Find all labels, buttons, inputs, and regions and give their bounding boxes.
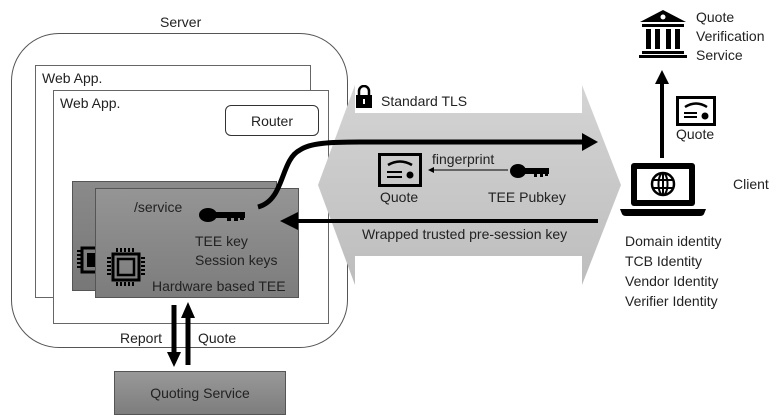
- verifier-quote-label: Quote: [676, 126, 715, 142]
- verification-service-label: Quote Verification Service: [696, 9, 765, 63]
- laptop-icon: [620, 163, 706, 216]
- bank-building-icon: [639, 10, 687, 58]
- tls-label: Standard TLS: [381, 93, 468, 109]
- quote-return-arrowhead: [181, 302, 195, 318]
- client-identities: Domain identity TCB Identity Vendor Iden…: [625, 231, 722, 311]
- tee-key-icon: [199, 208, 245, 222]
- quoting-service-label: Quoting Service: [150, 385, 250, 401]
- identity-item: Domain identity: [625, 233, 722, 249]
- tls-channel-shape: [318, 85, 621, 285]
- wrapped-key-arrowhead: [280, 212, 298, 230]
- quote-to-client-arrowhead: [582, 133, 598, 151]
- quote-certificate-icon: [378, 153, 422, 187]
- quote-to-client-arrow: [257, 139, 585, 210]
- chip-icon: [107, 248, 145, 286]
- verifier-quote-certificate-icon: [676, 96, 716, 126]
- identity-item: Verifier Identity: [625, 293, 718, 309]
- tee-key-label: TEE key: [195, 233, 248, 249]
- session-keys-label: Session keys: [195, 252, 278, 268]
- router-box: Router: [225, 105, 319, 136]
- report-label: Report: [120, 330, 163, 346]
- client-label: Client: [733, 176, 769, 192]
- channel-quote-label: Quote: [380, 189, 419, 205]
- server-label: Server: [160, 14, 202, 30]
- quote-return-label: Quote: [198, 330, 237, 346]
- client-to-verifier-arrowhead: [655, 70, 669, 84]
- router-label: Router: [250, 112, 294, 129]
- identity-item: TCB Identity: [625, 253, 703, 269]
- identity-item: Vendor Identity: [625, 273, 719, 289]
- web-app-back-label: Web App.: [42, 70, 103, 86]
- tee-pubkey-icon: [510, 164, 549, 178]
- fingerprint-arrowhead: [428, 167, 434, 173]
- lock-icon: [356, 85, 372, 108]
- service-route-label: /service: [134, 199, 183, 215]
- web-app-front-label: Web App.: [60, 95, 121, 111]
- tee-pubkey-label: TEE Pubkey: [488, 189, 566, 205]
- hardware-tee-label: Hardware based TEE: [152, 278, 286, 294]
- fingerprint-label: fingerprint: [432, 151, 495, 167]
- wrapped-key-label: Wrapped trusted pre-session key: [362, 226, 568, 242]
- report-arrowhead: [167, 352, 181, 367]
- quoting-service-box: Quoting Service: [114, 371, 286, 415]
